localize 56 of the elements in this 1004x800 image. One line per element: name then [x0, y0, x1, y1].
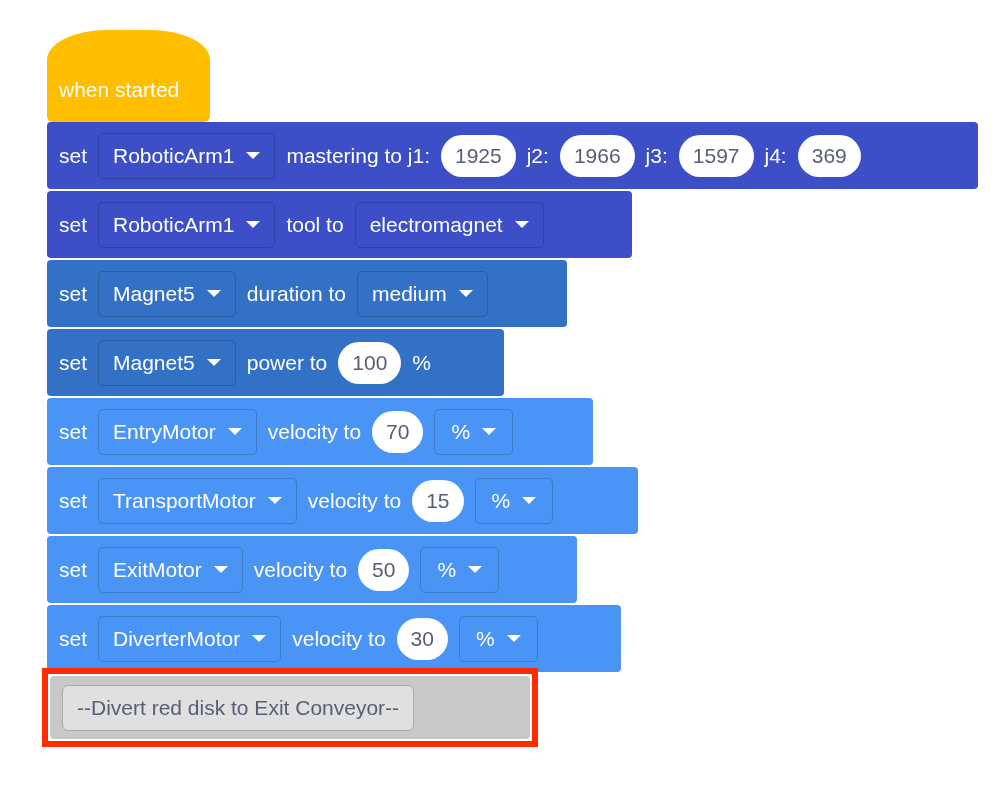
block-label: velocity to: [267, 419, 362, 444]
command-block: [47, 122, 978, 189]
number-field: 1597: [678, 134, 754, 177]
number-field: 70: [372, 410, 424, 453]
command-block: [47, 605, 621, 672]
dropdown-menu: Magnet5: [98, 270, 236, 317]
number-field: 1966: [559, 134, 635, 177]
command-block: [47, 398, 593, 465]
block-label: set: [59, 488, 87, 513]
dropdown-menu: RoboticArm1: [98, 201, 276, 248]
number-field: 100: [338, 341, 402, 384]
event-label: when started: [59, 78, 180, 102]
highlight-frame: [42, 668, 538, 747]
number-field: 30: [396, 617, 448, 660]
dropdown-menu: %: [458, 615, 538, 662]
block-label: j2:: [526, 143, 549, 168]
dropdown-menu: Magnet5: [98, 339, 236, 386]
command-block: [47, 191, 632, 258]
number-field: 15: [412, 479, 464, 522]
block-label: velocity to: [292, 626, 386, 651]
number-field: 50: [358, 548, 410, 591]
block-label: set: [59, 143, 87, 168]
dropdown-menu: electromagnet: [354, 201, 544, 248]
block-label: tool to: [286, 212, 344, 237]
dropdown-menu: EntryMotor: [98, 408, 257, 455]
block-label: set: [59, 281, 87, 306]
dropdown-menu: %: [434, 408, 514, 455]
dropdown-menu: medium: [357, 270, 488, 317]
command-block: [47, 260, 567, 327]
block-label: velocity to: [253, 557, 348, 582]
block-label: set: [59, 212, 87, 237]
block-label: power to: [246, 350, 328, 375]
dropdown-menu: DiverterMotor: [98, 615, 282, 662]
block-label: j3:: [645, 143, 668, 168]
block-label: set: [59, 350, 87, 375]
comment-block: [50, 676, 530, 739]
command-block: [47, 536, 577, 603]
dropdown-menu: ExitMotor: [98, 546, 243, 593]
block-label: j4:: [764, 143, 787, 168]
block-label: mastering to j1:: [286, 143, 430, 168]
block-label: %: [412, 350, 432, 375]
event-block: [47, 30, 210, 122]
block-label: set: [59, 626, 87, 651]
command-block: [47, 329, 504, 396]
block-label: duration to: [246, 281, 346, 306]
number-field: 369: [797, 134, 861, 177]
dropdown-menu: %: [420, 546, 500, 593]
dropdown-menu: TransportMotor: [98, 477, 297, 524]
comment-text: --Divert red disk to Exit Conveyor--: [62, 684, 415, 731]
block-label: velocity to: [307, 488, 402, 513]
number-field: 1925: [441, 134, 516, 177]
block-label: set: [59, 419, 87, 444]
command-block: [47, 467, 638, 534]
block-label: set: [59, 557, 87, 582]
dropdown-menu: %: [474, 477, 554, 524]
dropdown-menu: RoboticArm1: [98, 132, 276, 179]
